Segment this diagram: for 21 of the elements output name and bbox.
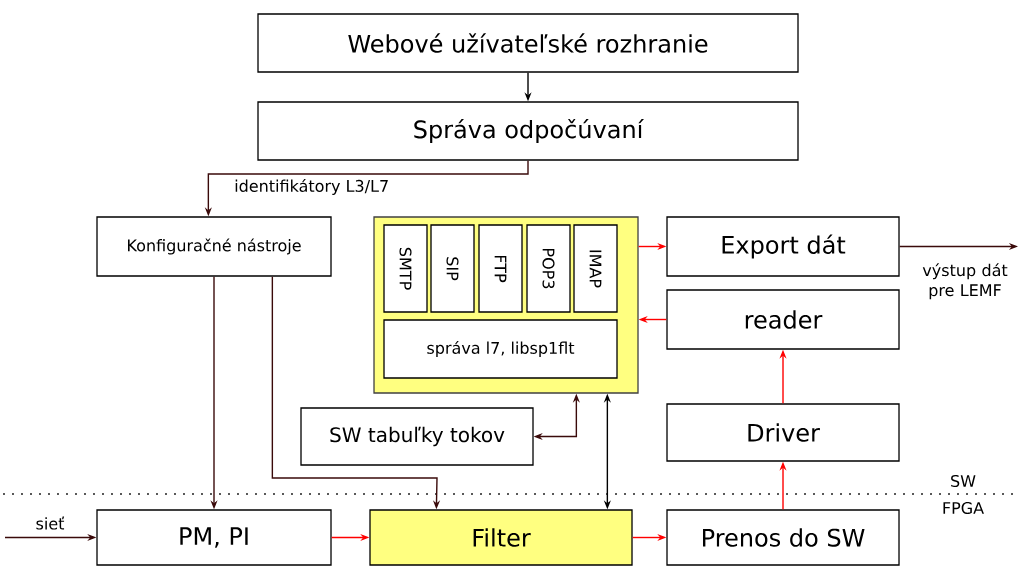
- edge-label: sieť: [34, 515, 66, 531]
- process-box: PM, PI: [96, 509, 332, 566]
- process-box: Správa odpočúvaní: [257, 101, 799, 161]
- process-box: Prenos do SW: [666, 509, 900, 566]
- layer-label: SW: [951, 474, 976, 488]
- protocol-box: POP3: [526, 224, 571, 313]
- edge-label: identifikátory L3/L7: [233, 177, 391, 197]
- interface-box: Webové užívateľské rozhranie: [257, 13, 799, 73]
- protocol-box: FTP: [478, 224, 523, 313]
- process-box: správa l7, libsp1flt: [383, 319, 618, 379]
- process-box: reader: [666, 289, 900, 350]
- protocol-box: IMAP: [573, 224, 618, 313]
- layer-label: FPGA: [943, 501, 984, 515]
- process-box: Export dát: [666, 216, 900, 277]
- protocol-box: SIP: [430, 224, 475, 313]
- process-box: Konfiguračné nástroje: [96, 216, 332, 277]
- process-box: Driver: [666, 403, 900, 462]
- table-box: SW tabuľky tokov: [300, 407, 534, 466]
- edge-label: výstup dát pre LEMF: [922, 263, 1008, 300]
- filter-box: Filter: [369, 509, 633, 566]
- protocol-box: SMTP: [383, 224, 428, 313]
